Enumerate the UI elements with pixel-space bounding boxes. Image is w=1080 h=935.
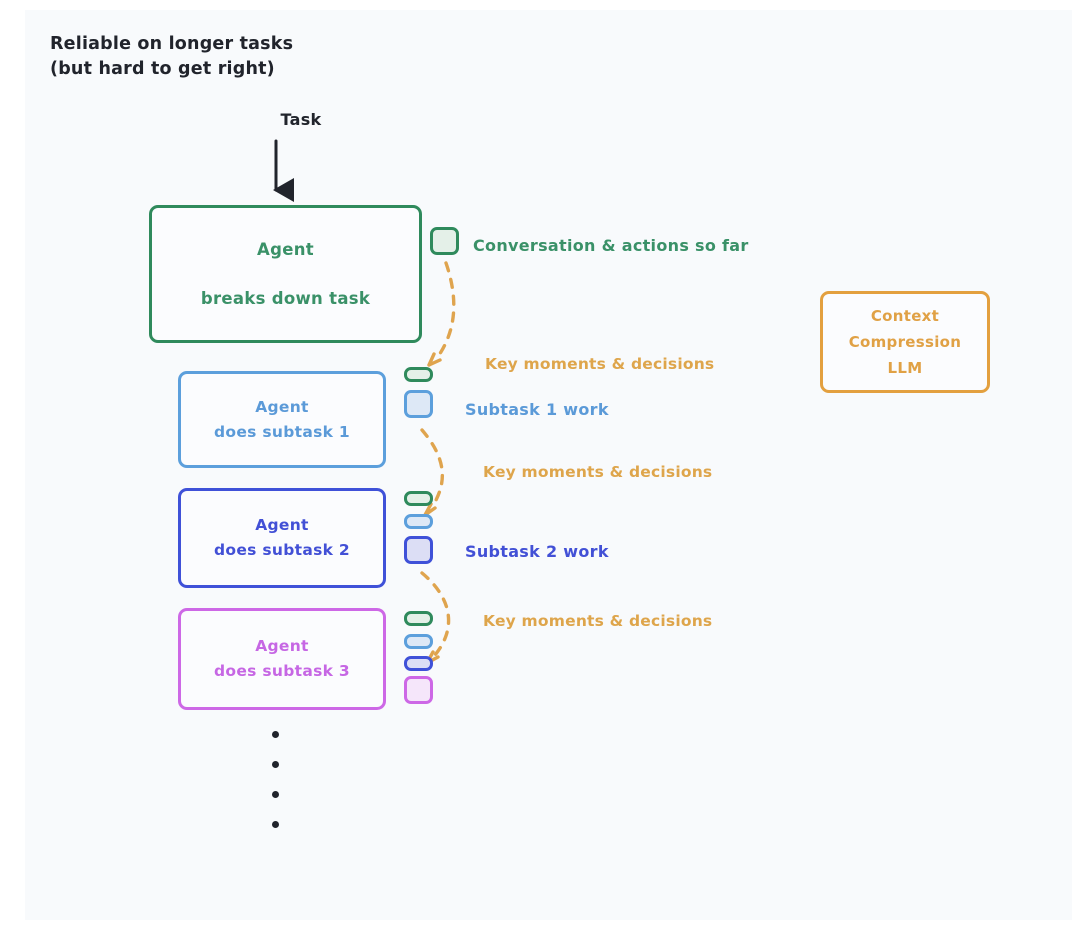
dashed-arrow-1 xyxy=(435,261,456,360)
box-subtask-3-line-2: does subtask 3 xyxy=(213,662,351,680)
box-agent-breaks-down-task[interactable]: Agent breaks down task xyxy=(149,205,422,343)
dashed-arrow-1-head xyxy=(427,352,442,367)
chip-subtask1-green-pill xyxy=(404,367,433,382)
box-agent-does-subtask-3[interactable]: Agent does subtask 3 xyxy=(178,608,386,710)
ellipsis-dot xyxy=(272,761,279,768)
box-compression-line-1: Context xyxy=(870,307,940,325)
page-title: Reliable on longer tasks (but hard to ge… xyxy=(50,32,293,82)
task-label: Task xyxy=(280,110,322,129)
legend-subtask-1-work-label: Subtask 1 work xyxy=(465,400,609,419)
legend-subtask-2-work-label: Subtask 2 work xyxy=(465,542,609,561)
diagram-canvas: Reliable on longer tasks (but hard to ge… xyxy=(25,10,1072,920)
box-agent-does-subtask-2[interactable]: Agent does subtask 2 xyxy=(178,488,386,588)
page-title-line-2: (but hard to get right) xyxy=(50,59,275,79)
chip-subtask3-indigo-pill xyxy=(404,656,433,671)
box-subtask-1-line-1: Agent xyxy=(255,397,309,416)
chip-subtask1-blue-square xyxy=(404,390,433,418)
annotation-key-moments-2: Key moments & decisions xyxy=(483,463,713,481)
ellipsis-dot xyxy=(272,791,279,798)
box-agent-does-subtask-1[interactable]: Agent does subtask 1 xyxy=(178,371,386,468)
chip-subtask2-green-pill xyxy=(404,491,433,506)
chip-subtask3-green-pill xyxy=(404,611,433,626)
legend-conversation-label: Conversation & actions so far xyxy=(473,236,749,255)
box-subtask-1-line-2: does subtask 1 xyxy=(213,422,351,441)
box-subtask-2-line-1: Agent xyxy=(255,516,309,534)
box-subtask-2-line-2: does subtask 2 xyxy=(213,541,351,559)
ellipsis-dot xyxy=(272,821,279,828)
box-breakdown-line-2: breaks down task xyxy=(200,289,371,308)
chip-subtask3-blue-pill xyxy=(404,634,433,649)
chip-subtask2-indigo-square xyxy=(404,536,433,564)
box-compression-line-2: Compression xyxy=(848,333,962,351)
ellipsis-dot xyxy=(272,731,279,738)
box-subtask-3-line-1: Agent xyxy=(255,637,309,655)
chip-subtask2-blue-pill xyxy=(404,514,433,529)
box-breakdown-line-1: Agent xyxy=(257,240,314,259)
annotation-key-moments-3: Key moments & decisions xyxy=(483,612,713,630)
box-compression-line-3: LLM xyxy=(887,359,923,377)
annotation-key-moments-1: Key moments & decisions xyxy=(485,355,715,373)
chip-subtask3-purple-square xyxy=(404,676,433,704)
box-context-compression-llm[interactable]: Context Compression LLM xyxy=(820,291,990,393)
chip-conversation-green-square xyxy=(430,227,459,255)
page-title-line-1: Reliable on longer tasks xyxy=(50,34,294,54)
